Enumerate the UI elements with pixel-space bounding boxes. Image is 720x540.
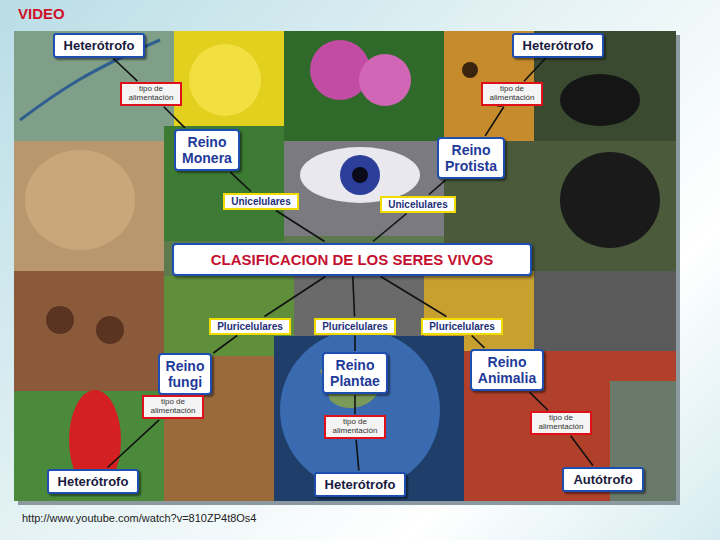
concept-link bbox=[230, 172, 251, 191]
feeding-box: tipo de alimentación bbox=[530, 411, 592, 435]
bear-figure bbox=[560, 152, 660, 248]
type-box: Heterótrofo bbox=[314, 472, 407, 497]
node-text: Heterótrofo bbox=[58, 474, 129, 489]
yellow-tree-photo bbox=[174, 31, 284, 126]
desert-photo bbox=[464, 351, 676, 501]
feeding-box: tipo de alimentación bbox=[324, 415, 386, 439]
type-box: Heterótrofo bbox=[47, 469, 140, 494]
node-text: Pluricelulares bbox=[322, 321, 388, 332]
orchid-photo bbox=[284, 31, 444, 141]
kingdom-box: Reino Animalia bbox=[470, 349, 544, 391]
puma-face bbox=[25, 150, 135, 250]
person-head bbox=[46, 306, 74, 334]
node-text: Reino Protista bbox=[445, 142, 497, 174]
earth-globe bbox=[280, 330, 440, 490]
concept-link bbox=[485, 107, 504, 136]
node-text: tipo de alimentación bbox=[329, 418, 381, 436]
condor-figure bbox=[560, 74, 640, 126]
orchid-flower bbox=[359, 54, 411, 106]
concept-link bbox=[213, 336, 237, 353]
eye-photo bbox=[284, 141, 444, 236]
cell-box: Unicelulares bbox=[380, 196, 455, 213]
person-head bbox=[96, 316, 124, 344]
node-text: Unicelulares bbox=[388, 199, 447, 210]
node-text: Heterótrofo bbox=[325, 477, 396, 492]
feeding-box: tipo de alimentación bbox=[120, 82, 182, 106]
node-text: Reino Plantae bbox=[330, 357, 380, 389]
concept-link bbox=[429, 180, 446, 194]
concept-link bbox=[108, 420, 160, 468]
source-link: http://www.youtube.com/watch?v=810ZP4t8O… bbox=[22, 512, 257, 524]
tree-crown bbox=[189, 44, 261, 116]
cell-box: Unicelulares bbox=[223, 193, 298, 210]
node-text: Unicelulares bbox=[231, 196, 290, 207]
node-text: Reino Monera bbox=[182, 134, 232, 166]
deer-photo bbox=[164, 356, 274, 501]
kingdom-box: Reino Monera bbox=[174, 129, 240, 171]
eye-pupil bbox=[352, 167, 368, 183]
feeding-box: tipo de alimentación bbox=[481, 82, 543, 106]
kingdom-box: Reino Protista bbox=[437, 137, 505, 179]
concept-link bbox=[354, 395, 356, 414]
concept-link bbox=[381, 277, 447, 317]
node-text: tipo de alimentación bbox=[125, 85, 177, 103]
node-text: tipo de alimentación bbox=[535, 414, 587, 432]
node-text: Heterótrofo bbox=[64, 38, 135, 53]
concept-link bbox=[353, 277, 355, 317]
title-box: CLASIFICACION DE LOS SERES VIVOS bbox=[172, 243, 532, 276]
node-text: Heterótrofo bbox=[523, 38, 594, 53]
eye-iris bbox=[340, 155, 380, 195]
cell-box: Pluricelulares bbox=[314, 318, 396, 335]
people-photo bbox=[14, 271, 164, 391]
jaguar-spot bbox=[462, 62, 478, 78]
concept-link bbox=[164, 107, 185, 128]
node-text: tipo de alimentación bbox=[486, 85, 538, 103]
node-text: Pluricelulares bbox=[217, 321, 283, 332]
concept-link bbox=[356, 440, 359, 471]
node-text: Autótrofo bbox=[573, 472, 632, 487]
kingdom-box: Reino fungi bbox=[158, 353, 213, 395]
concept-link bbox=[571, 436, 593, 466]
concept-link bbox=[373, 214, 407, 242]
kingdom-box: Reino Plantae bbox=[322, 352, 388, 394]
puma-photo bbox=[14, 141, 164, 271]
concept-link bbox=[530, 392, 548, 410]
forest-photo bbox=[164, 126, 284, 241]
type-box: Heterótrofo bbox=[512, 33, 605, 58]
type-box: Autótrofo bbox=[562, 467, 643, 492]
node-text: Reino fungi bbox=[166, 358, 205, 390]
concept-link bbox=[113, 59, 137, 82]
node-text: Pluricelulares bbox=[429, 321, 495, 332]
node-text: tipo de alimentación bbox=[147, 398, 199, 416]
cell-box: Pluricelulares bbox=[421, 318, 503, 335]
cell-box: Pluricelulares bbox=[209, 318, 291, 335]
feeding-box: tipo de alimentación bbox=[142, 395, 204, 419]
type-box: Heterótrofo bbox=[53, 33, 146, 58]
slide-label: VIDEO bbox=[18, 5, 65, 22]
concept-link bbox=[524, 59, 545, 82]
node-text: CLASIFICACION DE LOS SERES VIVOS bbox=[184, 251, 520, 268]
concept-link bbox=[264, 277, 325, 317]
node-text: Reino Animalia bbox=[478, 354, 536, 386]
concept-link bbox=[354, 336, 356, 351]
concept-link bbox=[276, 211, 325, 242]
concept-link bbox=[472, 336, 485, 348]
collage-ground bbox=[14, 31, 676, 501]
